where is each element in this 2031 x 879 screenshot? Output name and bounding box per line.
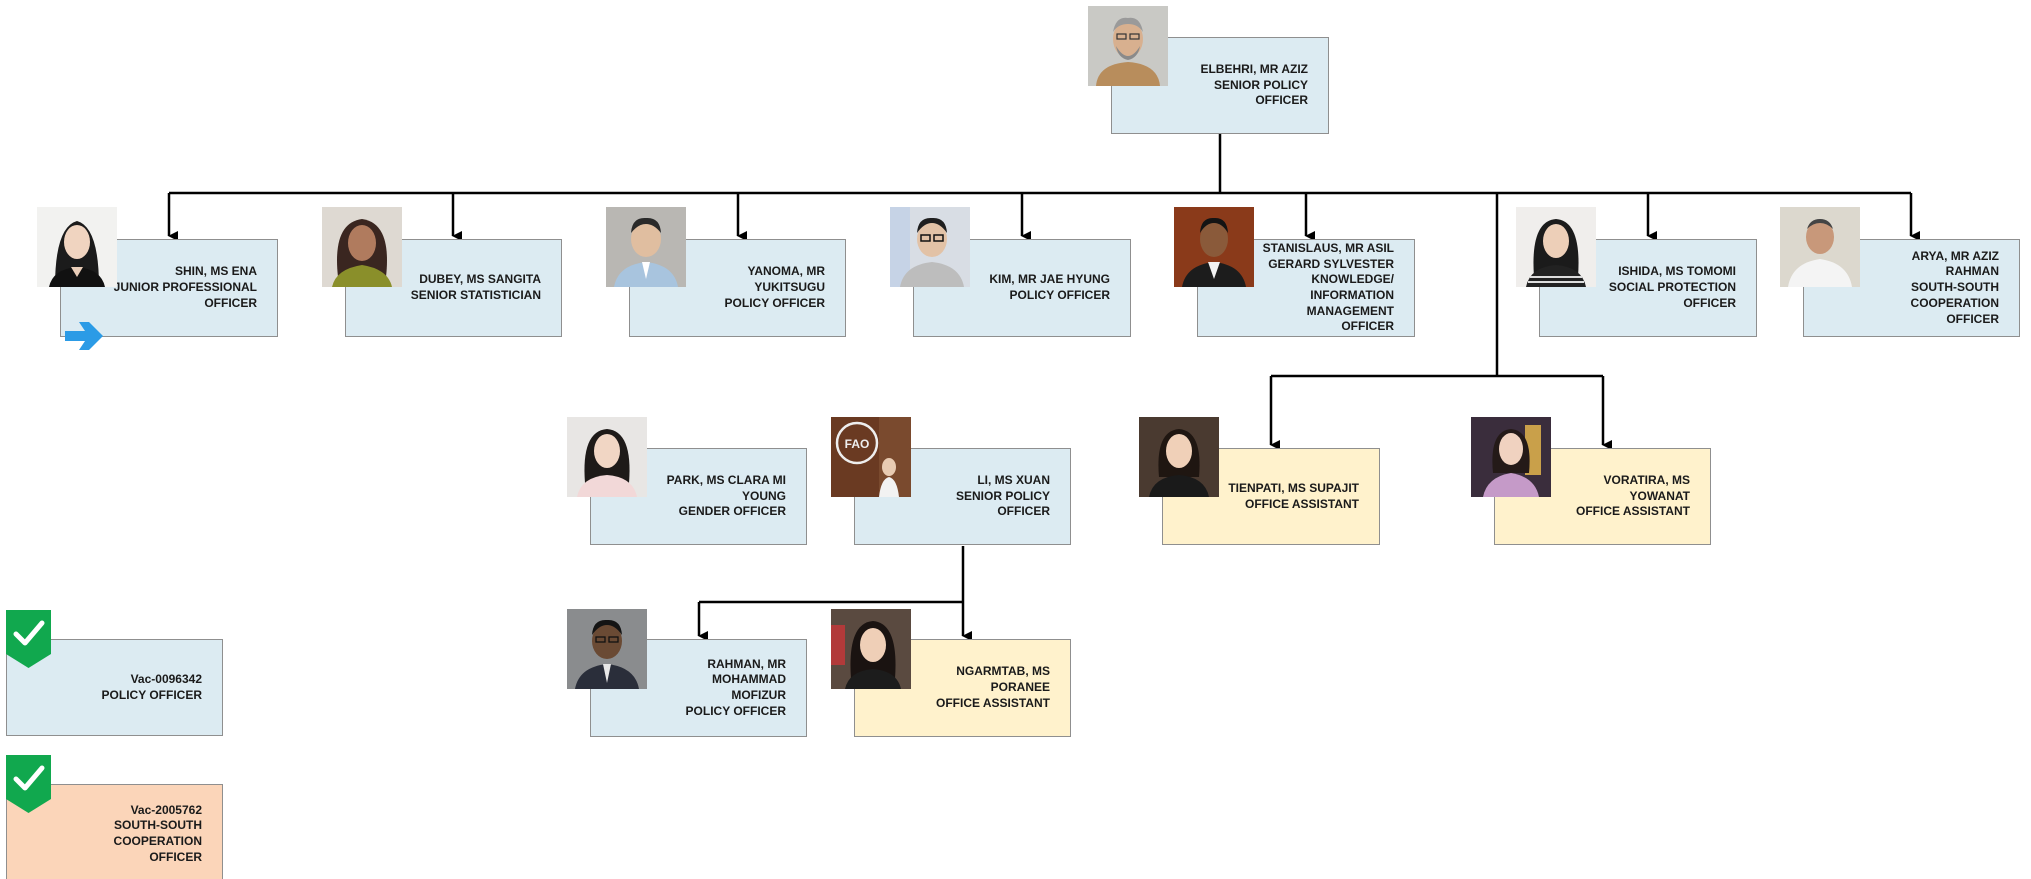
person-photo-icon	[322, 207, 402, 287]
node-vacancy-0096342: Vac-0096342 POLICY OFFICER	[6, 639, 223, 736]
checkmark-badge-icon	[6, 755, 51, 813]
node-rahman-label: RAHMAN, MR MOHAMMAD MOFIZUR POLICY OFFIC…	[685, 656, 786, 718]
node-dubey-label: DUBEY, MS SANGITA SENIOR STATISTICIAN	[410, 272, 541, 302]
node-stanislaus-label: STANISLAUS, MR ASIL GERARD SYLVESTER KNO…	[1262, 240, 1394, 334]
node-arya-label: ARYA, MR AZIZ RAHMAN SOUTH-SOUTH COOPERA…	[1910, 248, 1999, 326]
svg-text:FAO: FAO	[845, 437, 870, 451]
node-voratira-label: VORATIRA, MS YOWANAT OFFICE ASSISTANT	[1576, 472, 1690, 519]
node-tienpati-label: TIENPATI, MS SUPAJIT OFFICE ASSISTANT	[1228, 480, 1359, 511]
node-park-label: PARK, MS CLARA MI YOUNG GENDER OFFICER	[666, 472, 786, 519]
arrow-right-icon	[63, 320, 105, 352]
person-photo-icon	[606, 207, 686, 287]
node-vacancy-0096342-label: Vac-0096342 POLICY OFFICER	[101, 671, 202, 702]
person-photo-icon	[831, 609, 911, 689]
node-ishida-label: ISHIDA, MS TOMOMI SOCIAL PROTECTION OFFI…	[1608, 264, 1736, 310]
node-ngarmtab-label: NGARMTAB, MS PORANEE OFFICE ASSISTANT	[936, 664, 1050, 710]
node-yanoma-label: YANOMA, MR YUKITSUGU POLICY OFFICER	[724, 264, 825, 310]
person-photo-icon: FAO	[831, 417, 911, 497]
node-li-label: LI, MS XUAN SENIOR POLICY OFFICER	[955, 472, 1050, 519]
person-photo-icon	[1780, 207, 1860, 287]
person-photo-icon	[890, 207, 970, 287]
node-stanislaus: STANISLAUS, MR ASIL GERARD SYLVESTER KNO…	[1197, 239, 1415, 337]
node-elbehri: ELBEHRI, MR AZIZ SENIOR POLICY OFFICER	[1111, 37, 1329, 134]
person-photo-icon	[567, 417, 647, 497]
person-photo-icon	[1516, 207, 1596, 287]
node-vacancy-2005762-label: Vac-2005762 SOUTH-SOUTH COOPERATION OFFI…	[113, 802, 202, 864]
node-ishida: ISHIDA, MS TOMOMI SOCIAL PROTECTION OFFI…	[1539, 239, 1757, 337]
person-photo-icon	[1471, 417, 1551, 497]
node-kim-label: KIM, MR JAE HYUNG POLICY OFFICER	[989, 272, 1110, 302]
checkmark-badge-icon	[6, 610, 51, 668]
person-photo-icon	[1174, 207, 1254, 287]
person-photo-icon	[567, 609, 647, 689]
person-photo-icon	[37, 207, 117, 287]
node-elbehri-label: ELBEHRI, MR AZIZ SENIOR POLICY OFFICER	[1200, 61, 1308, 108]
node-shin-label: SHIN, MS ENA JUNIOR PROFESSIONAL OFFICER	[113, 264, 257, 310]
person-photo-icon	[1088, 6, 1168, 86]
fao-logo-icon	[835, 421, 879, 465]
person-photo-icon	[1139, 417, 1219, 497]
node-yanoma: YANOMA, MR YUKITSUGU POLICY OFFICER	[629, 239, 846, 337]
